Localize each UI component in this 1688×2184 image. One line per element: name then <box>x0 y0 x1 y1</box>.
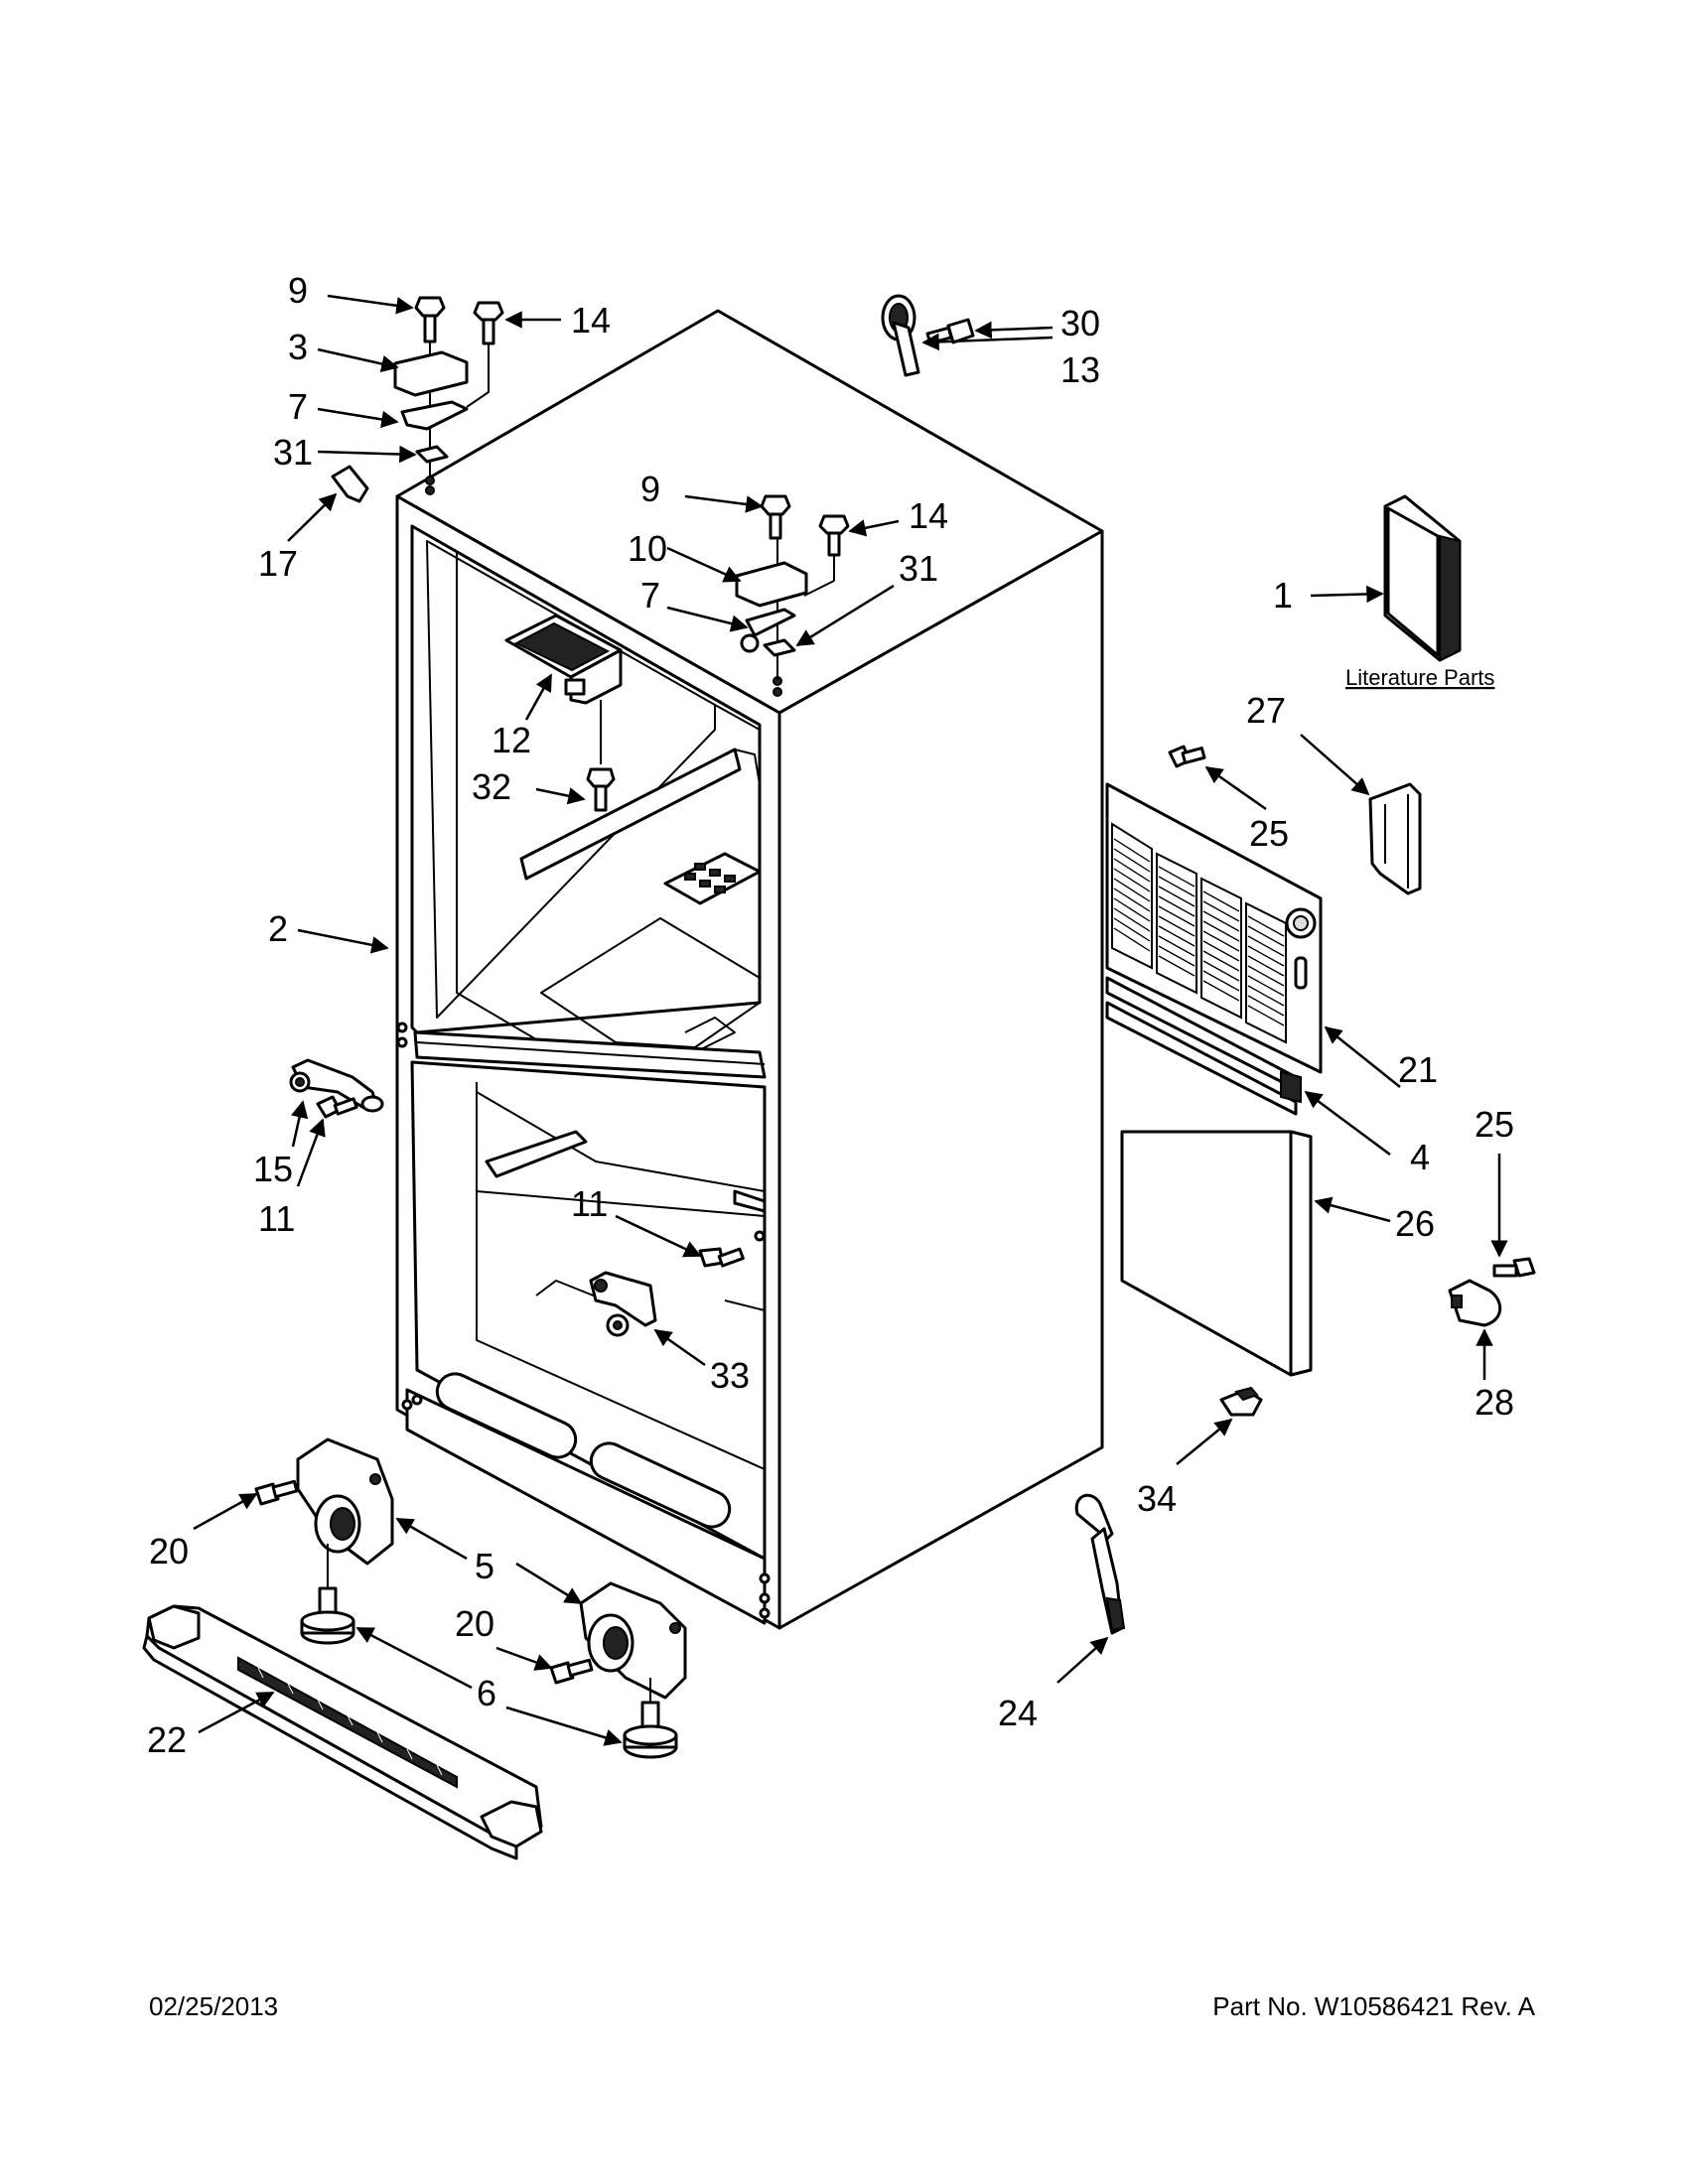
callout-10: 10 <box>628 528 667 569</box>
callout-15: 15 <box>253 1149 293 1189</box>
callout-12: 12 <box>492 720 531 760</box>
callout-5: 5 <box>475 1546 494 1586</box>
clip-34 <box>1219 1386 1263 1417</box>
screw-icon <box>549 1658 594 1685</box>
screw-icon <box>1168 745 1206 768</box>
callout-14: 14 <box>571 300 611 341</box>
callout-9: 9 <box>288 270 308 311</box>
callout-25: 25 <box>1475 1104 1514 1145</box>
callout-31: 31 <box>273 432 313 473</box>
drain-hose-icon <box>1074 1493 1126 1635</box>
mid-hinge-15 <box>289 1058 384 1119</box>
kick-panel <box>1120 1130 1313 1377</box>
roller-icon <box>579 1581 687 1703</box>
screw-icon <box>818 514 850 557</box>
clip-28 <box>1448 1257 1536 1327</box>
callout-7: 7 <box>640 575 660 615</box>
screw-icon <box>316 1095 358 1119</box>
screw-icon <box>698 1247 745 1268</box>
footer-part-number: Part No. W10586421 Rev. A <box>1212 1991 1535 2021</box>
access-panel <box>1105 782 1323 1116</box>
callout-27: 27 <box>1246 690 1286 731</box>
base-grille <box>142 1604 543 1860</box>
wrench-assembly <box>881 294 975 377</box>
callout-14: 14 <box>909 495 948 536</box>
callout-30: 30 <box>1060 303 1100 343</box>
callout-20: 20 <box>455 1603 494 1644</box>
callout-32: 32 <box>472 766 511 807</box>
top-right-hinge <box>735 494 850 680</box>
vent-grid <box>663 852 762 905</box>
literature-book-icon <box>1383 494 1462 662</box>
callout-11: 11 <box>571 1183 608 1224</box>
screw-icon <box>254 1479 299 1506</box>
screw-icon <box>1492 1257 1536 1278</box>
leader-lines <box>193 294 1508 1746</box>
callout-11: 11 <box>258 1198 295 1239</box>
callout-31: 31 <box>899 548 938 589</box>
leveling-leg-icon <box>300 1586 355 1645</box>
control-housing <box>504 614 623 812</box>
callout-9: 9 <box>640 469 660 509</box>
cabinet <box>395 309 1104 1630</box>
callout-3: 3 <box>288 327 308 367</box>
top-left-hinge <box>331 296 504 503</box>
callout-17: 17 <box>258 543 298 584</box>
callout-24: 24 <box>998 1693 1038 1733</box>
callout-20: 20 <box>149 1531 189 1571</box>
callout-34: 34 <box>1137 1478 1177 1519</box>
bracket-27 <box>1368 782 1422 895</box>
callout-25: 25 <box>1249 813 1289 854</box>
callout-2: 2 <box>268 908 288 949</box>
callout-6: 6 <box>477 1673 496 1713</box>
callout-7: 7 <box>288 386 308 427</box>
callout-21: 21 <box>1398 1049 1438 1090</box>
screw-icon <box>586 767 616 812</box>
screw-icon <box>414 296 446 343</box>
callout-28: 28 <box>1475 1382 1514 1423</box>
callout-33: 33 <box>710 1355 750 1396</box>
center-hinge-33 <box>589 1247 745 1337</box>
literature-parts-label: Literature Parts <box>1345 665 1494 690</box>
footer-date: 02/25/2013 <box>149 1991 279 2021</box>
leveling-leg-icon <box>623 1701 678 1759</box>
trim-strip-4 <box>1280 1070 1302 1104</box>
callout-22: 22 <box>147 1719 187 1760</box>
callout-4: 4 <box>1410 1137 1430 1177</box>
callout-labels: 9 14 3 7 31 17 9 10 14 7 31 12 32 30 13 … <box>147 270 1514 1760</box>
roller-icon <box>296 1437 394 1588</box>
callout-26: 26 <box>1395 1203 1435 1244</box>
callout-13: 13 <box>1060 349 1100 390</box>
callout-1: 1 <box>1273 575 1293 615</box>
screw-icon <box>473 301 504 345</box>
